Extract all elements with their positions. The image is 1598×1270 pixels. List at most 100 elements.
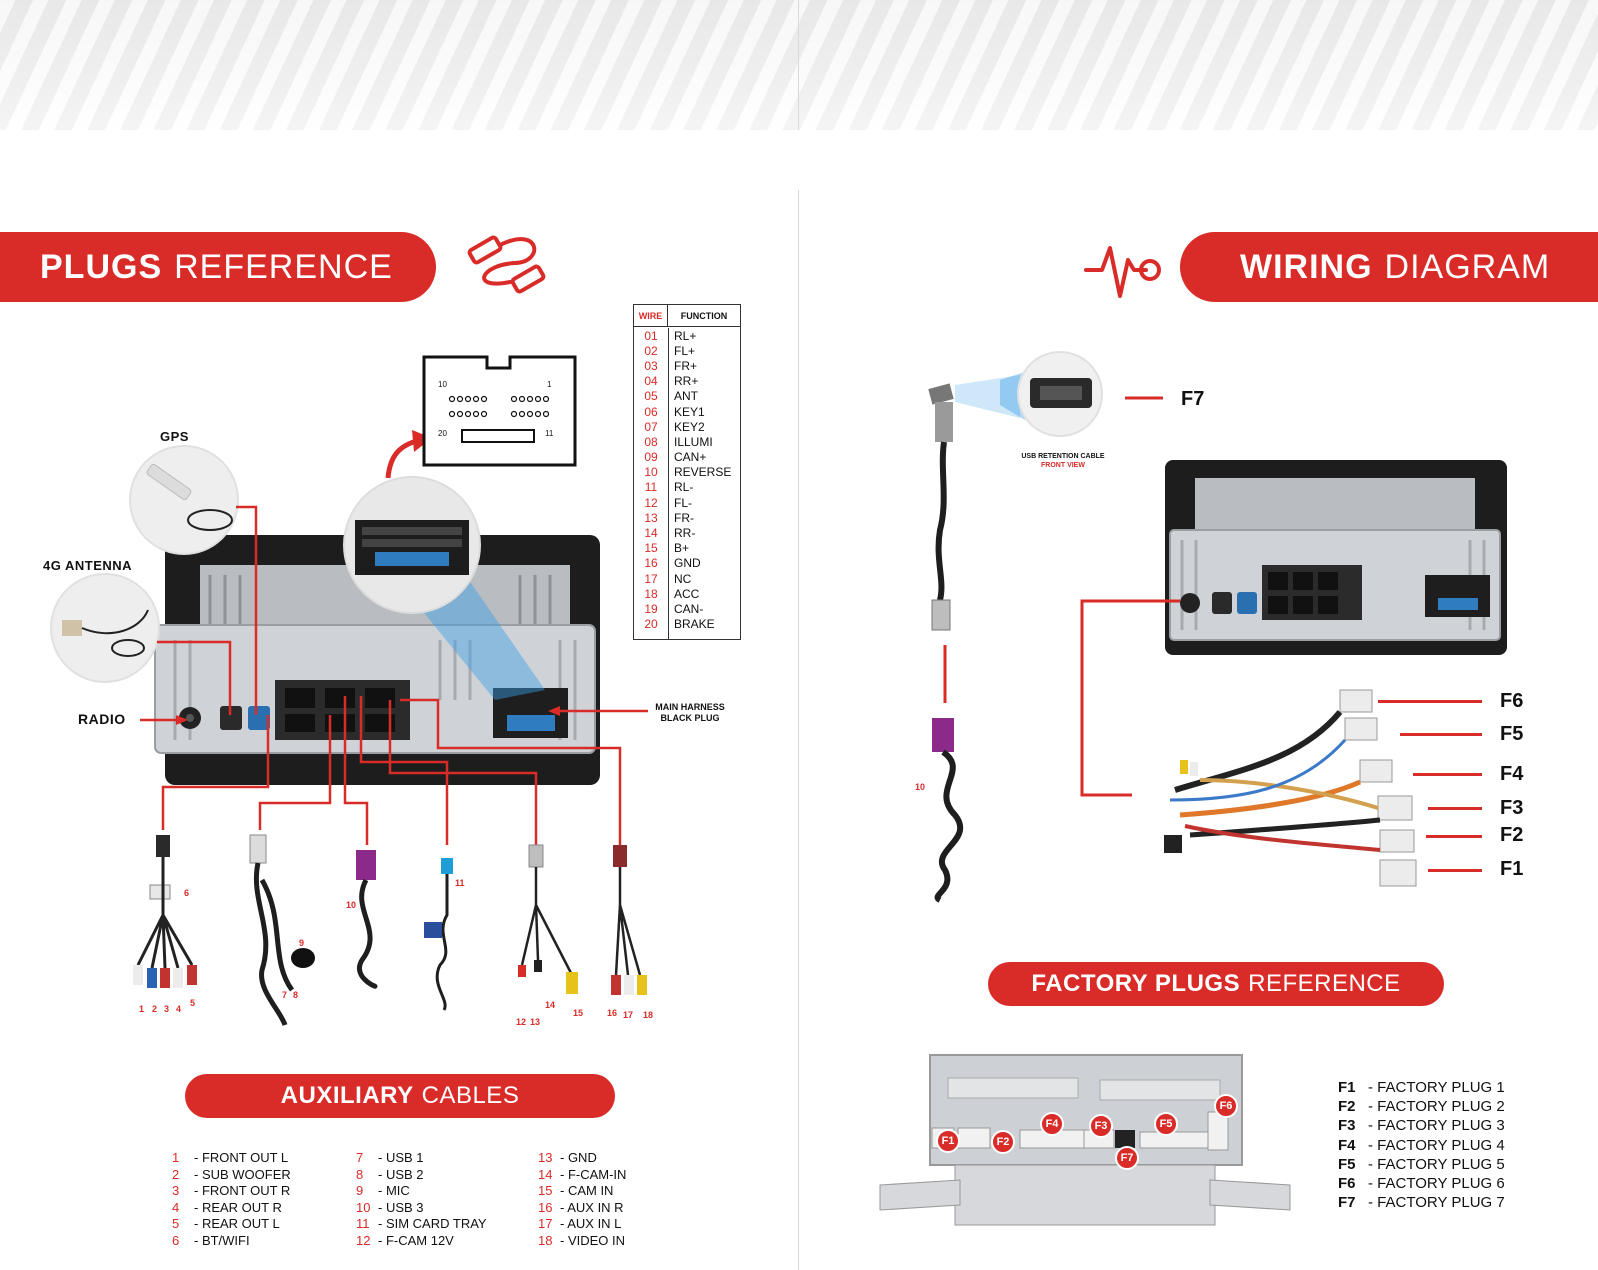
pill-bold: AUXILIARY — [280, 1082, 414, 1109]
aux-legend-label: - SUB WOOFER — [194, 1166, 291, 1182]
aux-legend-label: - CAM IN — [560, 1183, 614, 1199]
cable-number: 11 — [455, 878, 465, 888]
wire-function: GND — [674, 556, 701, 571]
wire-function: CAN- — [674, 601, 704, 616]
aux-legend-number: 7 — [356, 1150, 364, 1165]
aux-legend-label: - REAR OUT L — [194, 1216, 280, 1232]
cable-usb3 — [356, 850, 378, 989]
aux-legend-label: - F-CAM 12V — [378, 1232, 454, 1248]
aux-legend-item: 9- MIC — [356, 1183, 487, 1200]
aux-legend-label: - USB 3 — [378, 1199, 424, 1215]
pin-label-1: 1 — [547, 380, 552, 389]
cable-camera — [518, 844, 578, 994]
wire-function: FR- — [674, 510, 694, 525]
usb-retention-line2: FRONT VIEW — [1041, 462, 1085, 469]
aux-legend-item: 5- REAR OUT L — [172, 1216, 291, 1233]
cable-number: 3 — [164, 1004, 170, 1014]
cable-number: 17 — [623, 1010, 634, 1020]
aux-legend-item: 1 - FRONT OUT L — [172, 1150, 291, 1167]
cable-number: 10 — [915, 782, 926, 792]
aux-legend-item: 15 - CAM IN — [538, 1183, 626, 1200]
aux-legend-item: 10- USB 3 — [356, 1200, 487, 1217]
wire-number: 08 — [644, 434, 658, 449]
wire-number: 05 — [644, 389, 658, 404]
factory-legend-label: - FACTORY PLUG 5 — [1368, 1155, 1505, 1173]
factory-legend-label: - FACTORY PLUG 4 — [1368, 1136, 1505, 1154]
cable-number: 4 — [176, 1004, 182, 1014]
factory-legend-key: F5 — [1338, 1155, 1356, 1173]
cable-aux-video — [611, 845, 647, 995]
cable-number: 1 — [139, 1004, 145, 1014]
main-harness-line1: MAIN HARNESS — [655, 702, 725, 712]
aux-legend-label: - F-CAM-IN — [560, 1166, 627, 1182]
factory-plug-badge: F6 — [1214, 1094, 1238, 1118]
plug-label-f5: F5 — [1500, 723, 1524, 745]
aux-legend-item: 12 - F-CAM 12V — [356, 1233, 487, 1250]
wire-number: 07 — [644, 419, 658, 434]
aux-legend-label: - USB 1 — [378, 1150, 424, 1165]
auxiliary-cables-banner: AUXILIARY CABLES — [185, 1074, 615, 1118]
pill-light: CABLES — [421, 1082, 520, 1109]
cable-number: 7 — [282, 990, 288, 1000]
wire-function: RL+ — [674, 328, 697, 343]
aux-legend-item: 14 - F-CAM-IN — [538, 1167, 626, 1184]
cable-number: 16 — [607, 1008, 618, 1018]
wire-number: 16 — [644, 556, 658, 571]
cable-number: 13 — [530, 1017, 541, 1027]
aux-legend-label: - FRONT OUT L — [194, 1150, 289, 1165]
aux-legend-number: 15 — [538, 1183, 553, 1199]
aux-legend-number: 1 — [172, 1150, 180, 1165]
aux-legend-number: 14 — [538, 1166, 553, 1182]
factory-legend-key: F2 — [1338, 1098, 1356, 1116]
banner-light: REFERENCE — [174, 247, 393, 286]
factory-legend-key: F3 — [1338, 1117, 1356, 1135]
banner-bold: WIRING — [1240, 247, 1373, 286]
aux-legend-label: - USB 2 — [378, 1166, 424, 1182]
factory-plug-badge: F2 — [991, 1130, 1015, 1154]
pin-label-11: 11 — [545, 429, 554, 438]
plug-label-f6: F6 — [1500, 690, 1524, 712]
aux-legend-label: - AUX IN R — [560, 1199, 624, 1215]
cable-number: 5 — [190, 998, 196, 1008]
wire-function: ACC — [674, 586, 700, 601]
aux-legend-number: 17 — [538, 1216, 553, 1232]
aux-legend-number: 18 — [538, 1232, 553, 1248]
aux-legend-number: 12 — [356, 1232, 371, 1248]
aux-legend-item: 17- AUX IN L — [538, 1216, 626, 1233]
aux-legend-label: - MIC — [378, 1183, 410, 1199]
factory-legend-key: F7 — [1338, 1194, 1356, 1212]
wire-function: RL- — [674, 480, 694, 495]
factory-plug-badge: F5 — [1154, 1112, 1178, 1136]
aux-legend-number: 3 — [172, 1183, 180, 1199]
factory-legend-key: F6 — [1338, 1175, 1356, 1193]
aux-legend-item: 11- SIM CARD TRAY — [356, 1216, 487, 1233]
factory-legend-key: F1 — [1338, 1079, 1356, 1096]
wire-number: 02 — [644, 343, 658, 358]
aux-legend-label: - VIDEO IN — [560, 1232, 626, 1248]
main-harness-label: MAIN HARNESS BLACK PLUG — [650, 702, 730, 724]
factory-legend-label: - FACTORY PLUG 2 — [1368, 1098, 1505, 1116]
table-row: 19 CAN- — [634, 601, 740, 616]
leader-radio-right — [1080, 599, 1180, 797]
4g-fakra-jack — [248, 706, 270, 730]
cable-sim-tray — [424, 858, 453, 1011]
wire-function: FR+ — [674, 358, 698, 373]
usb-retention-label: USB RETENTION CABLE FRONT VIEW — [1008, 452, 1118, 470]
aux-legend-item: 6- BT/WIFI — [172, 1233, 291, 1250]
wire-number: 19 — [644, 601, 658, 616]
aux-legend-item: 13- GND — [538, 1150, 626, 1167]
factory-legend-item: F1- FACTORY PLUG 1 — [1338, 1078, 1505, 1097]
